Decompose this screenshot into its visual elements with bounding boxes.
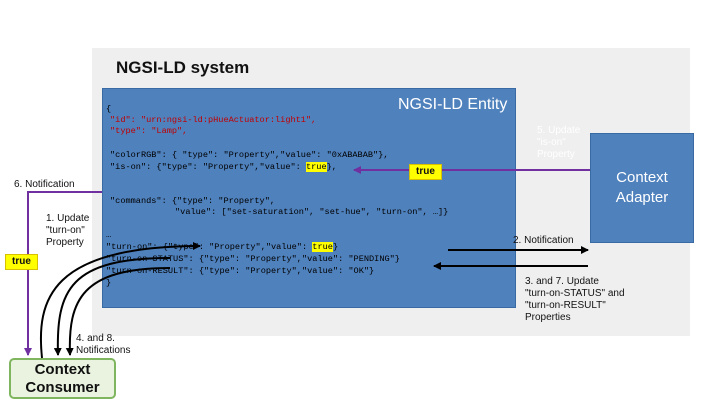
label-step5-line1: 5. Update — [537, 125, 581, 136]
ngsi-ld-entity-box — [102, 88, 516, 308]
code-id-line: "id": "urn:ngsi-ld:pHueActuator:light1", — [110, 115, 317, 125]
label-step4-8-line2: Notifications — [76, 345, 131, 356]
code-color-line: "colorRGB": { "type": "Property","value"… — [110, 150, 389, 160]
label-step1-line3: Property — [46, 237, 84, 248]
true-badge-right: true — [409, 164, 442, 180]
adapter-label-line1: Context — [616, 169, 668, 186]
consumer-label-line1: Context — [34, 360, 91, 378]
label-step1: 1. Update "turn-on" Property — [46, 213, 89, 249]
label-step1-line2: "turn-on" — [46, 225, 85, 236]
code-commands-line2: "value": ["set-saturation", "set-hue", "… — [175, 207, 449, 217]
arrow-notifications-4-8b — [65, 267, 171, 356]
label-step3-7-line4: Properties — [525, 312, 571, 323]
label-step2: 2. Notification — [513, 235, 574, 246]
label-step3-7-line3: "turn-on-RESULT" — [525, 300, 606, 311]
label-step5-line3: Property — [537, 149, 575, 160]
arrow-notification-6 — [24, 191, 102, 356]
code-is-on-value: true — [305, 162, 327, 172]
code-turn-on-suffix: } — [332, 242, 339, 252]
code-result-line: "turn-on-RESULT": {"type": "Property","v… — [106, 266, 375, 276]
context-consumer-box: Context Consumer — [9, 358, 116, 399]
adapter-label-line2: Adapter — [615, 189, 669, 206]
code-commands-line1: "commands": {"type": "Property", — [110, 196, 276, 206]
code-is-on-suffix: }, — [326, 162, 337, 172]
label-step3-7-line2: "turn-on-STATUS" and — [525, 288, 625, 299]
arrow-notifications-4-8a — [53, 257, 171, 356]
consumer-label-line2: Consumer — [25, 378, 100, 396]
label-step6: 6. Notification — [14, 179, 75, 190]
context-adapter-box: Context Adapter — [590, 133, 694, 243]
label-step3-7-line1: 3. and 7. Update — [525, 276, 599, 287]
system-title: NGSI-LD system — [116, 58, 250, 77]
code-type-line: "type": "Lamp", — [110, 126, 188, 136]
entity-title: NGSI-LD Entity — [398, 96, 508, 113]
label-step1-line1: 1. Update — [46, 213, 90, 224]
label-step4-8: 4. and 8. Notifications — [76, 333, 130, 357]
code-close-brace: } — [106, 278, 112, 288]
true-badge-left: true — [5, 254, 38, 270]
code-open-brace: { — [106, 104, 112, 114]
code-turn-on-value: true — [312, 242, 333, 252]
label-step5-line2: "is-on" — [537, 137, 566, 148]
label-step5: 5. Update "is-on" Property — [537, 125, 580, 161]
label-step4-8-line1: 4. and 8. — [76, 333, 115, 344]
label-step3-7: 3. and 7. Update "turn-on-STATUS" and "t… — [525, 276, 625, 324]
arrow-update-turn-on — [39, 242, 201, 359]
code-ellipsis: … — [106, 230, 112, 240]
code-is-on-line: "is-on": {"type": "Property","value": tr… — [110, 162, 337, 172]
code-is-on-prefix: "is-on": {"type": "Property","value": — [110, 162, 306, 172]
